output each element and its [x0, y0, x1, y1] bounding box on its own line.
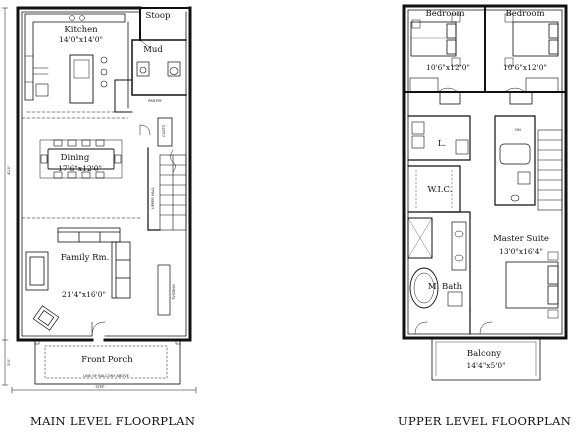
upper-level-plan — [402, 4, 568, 381]
balcony-outline — [431, 337, 541, 381]
main-level-plan — [1, 6, 197, 394]
kitchen-dims: 14'0"x14'0" — [59, 35, 103, 44]
dining-dims: 17'6"x12'0" — [58, 164, 102, 173]
family-sofas — [25, 227, 171, 316]
bed-right — [504, 13, 559, 67]
bedroom-right-dims: 10'6"x12'0" — [503, 63, 547, 72]
stoop-label: Stoop — [146, 11, 171, 21]
bedroom-left-label: Bedroom — [425, 9, 464, 19]
front-porch-label: Front Porch — [81, 355, 133, 365]
bedroom-right-label: Bedroom — [505, 9, 544, 19]
family-dims: 21'4"x16'0" — [62, 290, 106, 299]
mud-label: Mud — [143, 45, 163, 55]
porch-note: LINE OF BALCONY ABOVE — [83, 374, 130, 378]
family-label: Family Rm. — [61, 253, 110, 263]
mbath-label: M. Bath — [428, 282, 463, 292]
bedroom-left-dims: 10'6"x12'0" — [426, 63, 470, 72]
upper-exterior-wall — [402, 4, 568, 340]
tv-desk-note: TV/DESK — [172, 284, 176, 301]
upper-hall-note: UPPER HALL — [151, 187, 155, 209]
coats-label: COATS — [162, 124, 166, 137]
main-stairs — [159, 154, 187, 231]
dining-label: Dining — [61, 153, 90, 163]
main-level-title: MAIN LEVEL FLOORPLAN — [30, 414, 196, 428]
left-lower-dim: 5'0" — [7, 358, 11, 366]
upper-stairs — [537, 129, 563, 211]
bed-left — [410, 13, 461, 67]
main-exterior-wall — [16, 6, 192, 342]
master-bed — [505, 251, 559, 319]
step-note: STEP — [96, 385, 106, 389]
upper-level-title: UPPER LEVEL FLOORPLAN — [398, 414, 572, 428]
wic-label: W.I.C. — [428, 185, 453, 195]
dn-note: DN — [515, 128, 521, 132]
kitchen-label: Kitchen — [64, 25, 98, 35]
laundry-label: L. — [438, 139, 446, 149]
balcony-dims: 14'4"x5'0" — [466, 361, 505, 370]
left-overall-dim: 42'0" — [7, 165, 11, 175]
balcony-label: Balcony — [467, 349, 501, 359]
master-dims: 13'0"x16'4" — [499, 247, 543, 256]
pantry-label: PANTRY — [148, 99, 163, 103]
master-label: Master Suite — [493, 234, 549, 244]
